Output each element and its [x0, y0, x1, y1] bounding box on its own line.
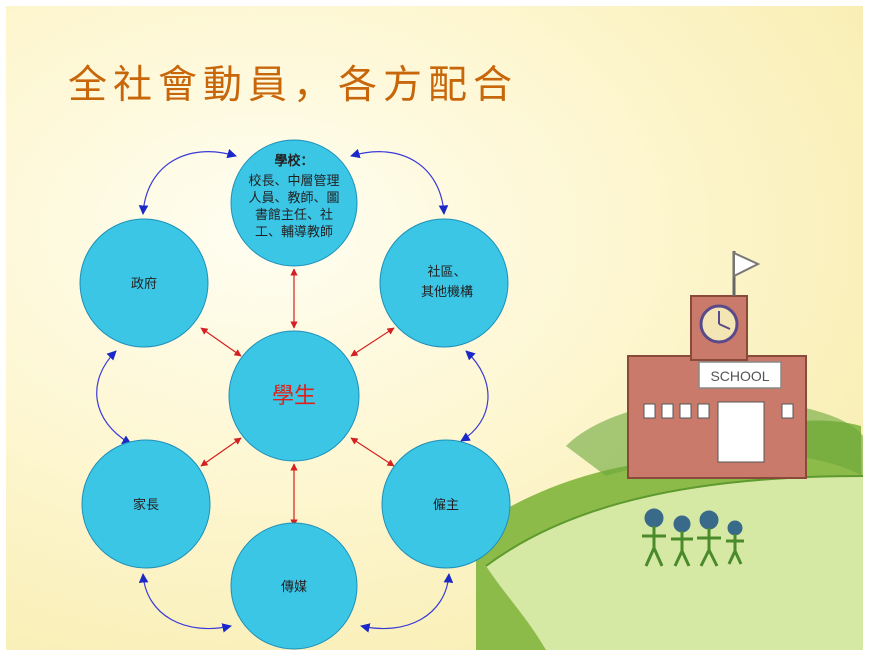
arrow-parents-student — [200, 437, 242, 467]
node-circles — [79, 139, 511, 650]
school-line-3: 書館主任、社 — [255, 207, 333, 223]
school-line-1: 校長、中層管理 — [248, 173, 339, 189]
arrow-community-employers — [460, 350, 489, 442]
diagram-canvas: SCHOOL — [79, 139, 863, 650]
node-school — [230, 139, 358, 267]
children-figures — [642, 508, 744, 567]
parents-label: 家長 — [133, 497, 159, 513]
school-line-4: 工、輔導教師 — [255, 224, 333, 240]
outer-connectors — [96, 148, 489, 633]
student-label: 學生 — [272, 384, 316, 409]
arrow-government-parents — [96, 350, 132, 445]
inner-connectors — [200, 268, 395, 527]
arrow-school-government — [138, 148, 237, 215]
node-student — [228, 330, 360, 462]
arrow-school-community — [350, 148, 449, 215]
arrow-employers-media — [360, 573, 454, 633]
arrow-community-student — [350, 327, 395, 357]
government-label: 政府 — [131, 277, 157, 292]
slide: 全社會動員，各方配合 SCHOOL — [6, 6, 863, 650]
arrow-employers-student — [350, 437, 395, 467]
arrow-government-student — [200, 327, 242, 357]
school-title: 學校： — [274, 153, 313, 169]
community-line-1: 社區、 — [427, 264, 466, 280]
media-label: 傳媒 — [281, 580, 307, 595]
school-sign: SCHOOL — [710, 368, 769, 384]
node-parents — [81, 439, 211, 569]
school-illustration: SCHOOL — [476, 251, 863, 650]
arrow-parents-media — [138, 573, 232, 633]
community-line-2: 其他機構 — [421, 285, 473, 300]
slide-title: 全社會動員，各方配合 — [68, 63, 519, 108]
node-media — [230, 522, 358, 650]
school-line-2: 人員、教師、圖 — [248, 190, 339, 206]
node-community — [379, 218, 509, 348]
node-employers — [381, 439, 511, 569]
node-government — [79, 218, 209, 348]
employers-label: 僱主 — [433, 497, 459, 513]
